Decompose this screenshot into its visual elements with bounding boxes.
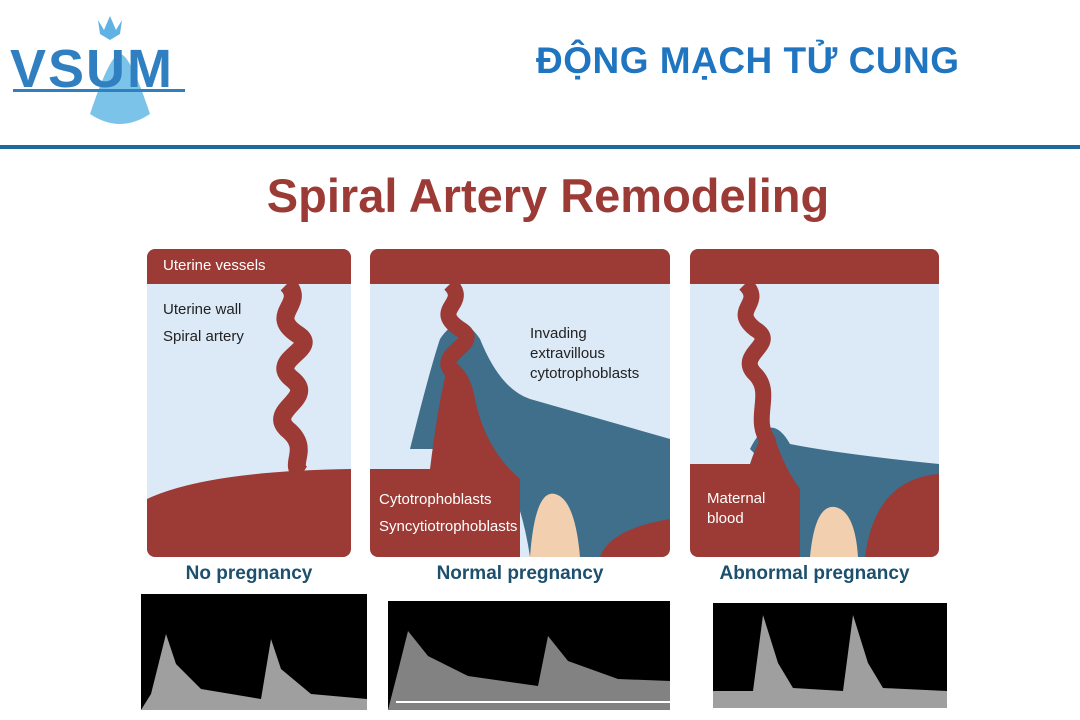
label-maternal-2: blood	[707, 510, 744, 527]
caption-no-pregnancy: No pregnancy	[185, 563, 313, 584]
label-invading-3: cytotrophoblasts	[530, 365, 640, 382]
caption-normal-pregnancy: Normal pregnancy	[436, 563, 604, 584]
abnormal-pregnancy-illustration	[690, 249, 939, 557]
doppler-no-pregnancy	[141, 594, 367, 710]
panel-abnormal-pregnancy: Maternal blood	[690, 249, 939, 557]
doppler-waveform-abnormal-pregnancy	[713, 615, 947, 708]
logo-text: VSUM	[10, 39, 175, 99]
figure-title: Spiral Artery Remodeling	[266, 169, 830, 222]
doppler-abnormal-pregnancy	[713, 603, 947, 708]
label-syncytiotrophoblasts: Syncytiotrophoblasts	[379, 518, 518, 535]
panel-no-pregnancy: Uterine vessels Uterine wall Spiral arte…	[147, 249, 351, 557]
doppler-waveform-no-pregnancy	[141, 634, 367, 710]
no-pregnancy-illustration	[147, 249, 351, 557]
doppler-waveform-normal-pregnancy	[388, 631, 670, 710]
caption-abnormal-pregnancy: Abnormal pregnancy	[719, 563, 910, 584]
normal-pregnancy-illustration	[370, 249, 670, 557]
label-invading-2: extravillous	[530, 345, 606, 362]
panel-normal-pregnancy: Invading extravillous cytotrophoblasts C…	[370, 249, 670, 557]
header-divider	[0, 145, 1080, 149]
label-spiral-artery: Spiral artery	[163, 328, 244, 345]
label-uterine-wall: Uterine wall	[163, 301, 242, 318]
label-uterine-vessels: Uterine vessels	[163, 257, 266, 274]
vsum-logo: VSUM	[10, 14, 190, 134]
label-invading-1: Invading	[530, 325, 587, 342]
logo-emblem-icon	[13, 16, 185, 124]
doppler-normal-pregnancy	[388, 601, 670, 710]
page-title: ĐỘNG MẠCH TỬ CUNG	[536, 40, 960, 81]
label-maternal-1: Maternal	[707, 490, 766, 507]
label-cytotrophoblasts: Cytotrophoblasts	[379, 491, 492, 508]
